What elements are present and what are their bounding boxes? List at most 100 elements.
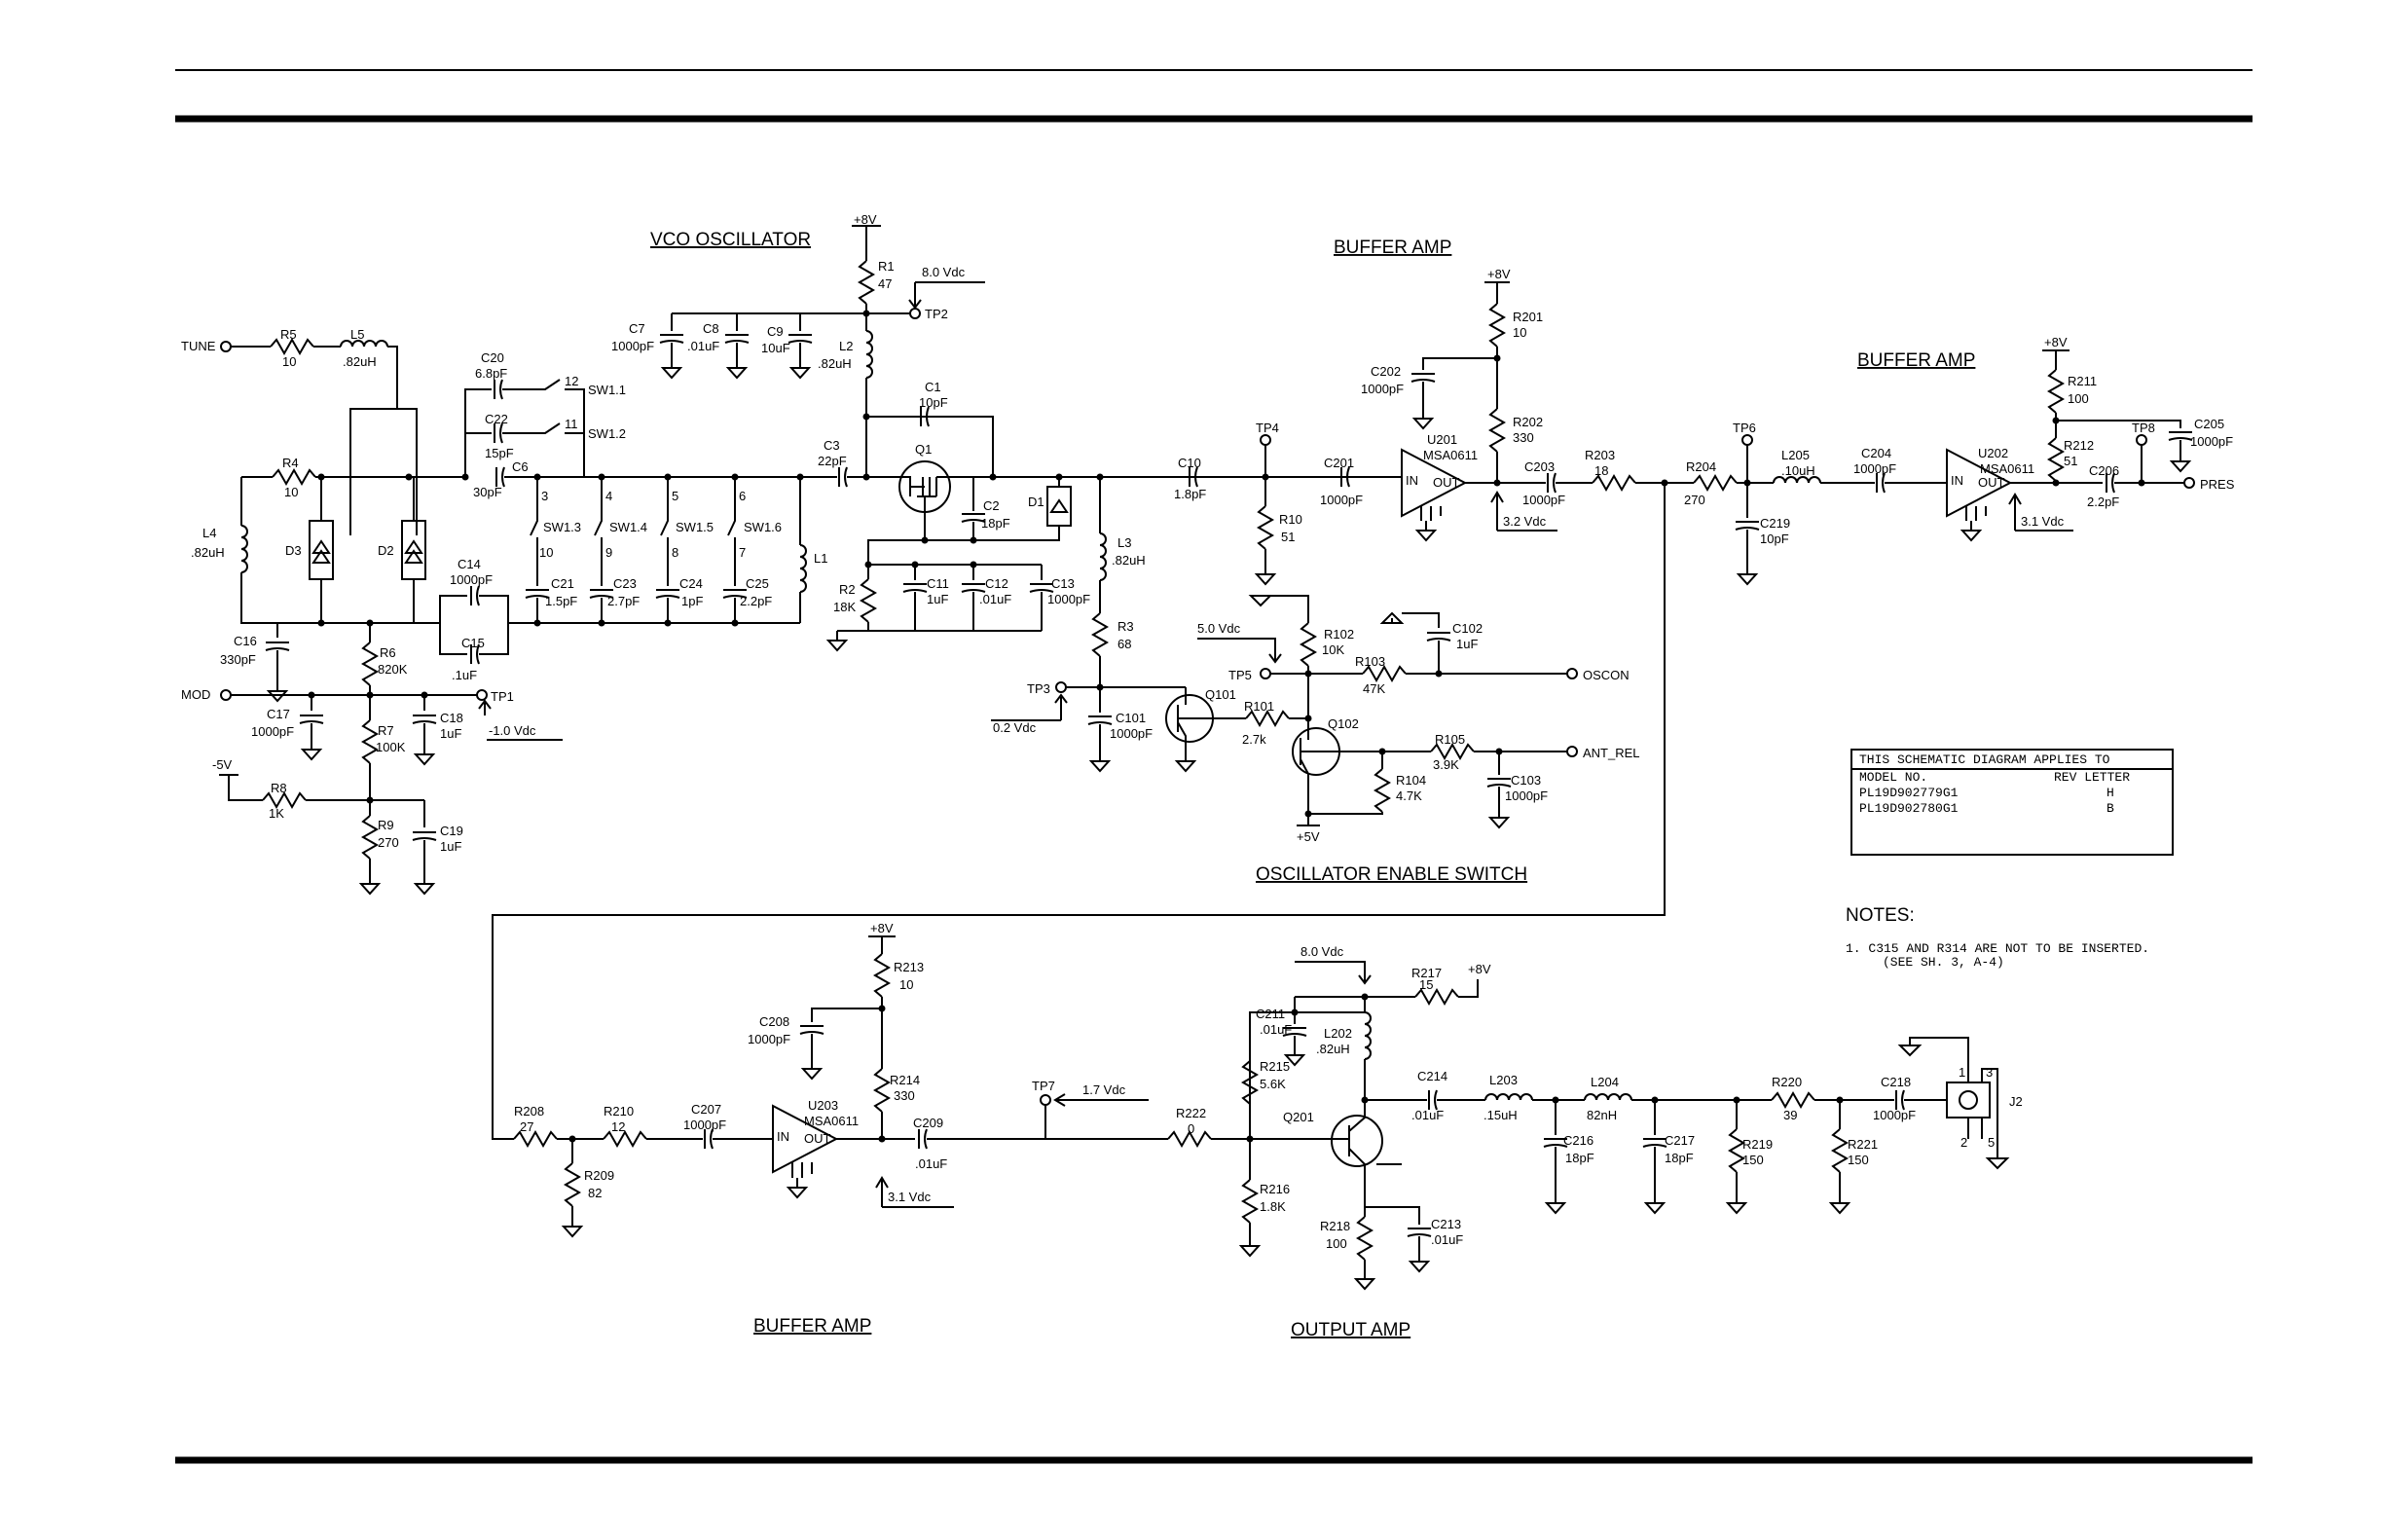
r201-rail-label: +8V <box>1487 267 1511 281</box>
c101-value: 1000pF <box>1110 726 1153 741</box>
c11-value: 1uF <box>927 592 948 606</box>
c6-ref: C6 <box>512 459 529 474</box>
tp6-test-point[interactable] <box>1741 434 1753 446</box>
vco-oscillator-section: VCO OSCILLATOR TUNE R5 10 L5 .82uH R4 10… <box>181 212 1349 895</box>
tp7-test-point[interactable] <box>1040 1094 1051 1106</box>
tp6-label: TP6 <box>1733 421 1756 435</box>
l203-inductor <box>1484 1093 1533 1101</box>
r201-value: 10 <box>1513 325 1526 340</box>
l205-ref: L205 <box>1781 448 1810 462</box>
c213-capacitor <box>1407 1228 1432 1237</box>
r214-ref: R214 <box>890 1073 920 1087</box>
r203-resistor <box>1592 475 1636 491</box>
c101-capacitor <box>1087 715 1113 725</box>
c214-value: .01uF <box>1411 1108 1444 1122</box>
c206-ref: C206 <box>2089 463 2119 478</box>
tp1-test-point[interactable] <box>476 689 488 701</box>
p5v-rail-label: +5V <box>1297 829 1320 844</box>
c16-value: 330pF <box>220 652 256 667</box>
tp4-test-point[interactable] <box>1260 434 1271 446</box>
tp5-test-point[interactable] <box>1260 668 1271 679</box>
r202-ref: R202 <box>1513 415 1543 429</box>
r101-resistor <box>1245 711 1290 726</box>
oscon-port[interactable] <box>1566 668 1578 679</box>
u201-out: OUT <box>1433 475 1460 490</box>
r219-ref: R219 <box>1742 1137 1773 1152</box>
r9-value: 270 <box>378 835 399 850</box>
c102-capacitor <box>1426 632 1451 642</box>
u203-amplifier <box>772 1104 839 1174</box>
r209-ref: R209 <box>584 1168 614 1183</box>
tp3-test-point[interactable] <box>1055 681 1067 693</box>
c202-value: 1000pF <box>1361 382 1404 396</box>
c20-capacitor <box>494 379 503 400</box>
j2-connector <box>1946 1082 1991 1118</box>
c207-capacitor <box>704 1128 714 1150</box>
c21-ref: C21 <box>551 576 574 591</box>
l3-value: .82uH <box>1112 553 1146 568</box>
r209-value: 82 <box>588 1186 602 1200</box>
output-section: BUFFER AMP OUTPUT AMP R208 27 R209 82 R2… <box>513 921 2023 1340</box>
r218-ref: R218 <box>1320 1219 1350 1233</box>
c219-capacitor <box>1735 521 1760 531</box>
l1-ref: L1 <box>814 551 827 566</box>
notes-heading: NOTES: <box>1846 905 1915 926</box>
u202-amplifier <box>1946 448 2013 518</box>
c19-capacitor <box>412 831 437 841</box>
tune-port[interactable] <box>220 341 232 352</box>
c13-value: 1000pF <box>1047 592 1090 606</box>
c14-capacitor <box>470 585 480 606</box>
pres-port[interactable] <box>2183 477 2195 489</box>
tp7-voltage: 1.7 Vdc <box>1082 1082 1126 1097</box>
r215-value: 5.6K <box>1260 1077 1286 1091</box>
c24-ref: C24 <box>679 576 703 591</box>
c20-value: 6.8pF <box>475 366 507 381</box>
r211-ref: R211 <box>2068 374 2097 388</box>
r102-value: 10K <box>1322 642 1344 657</box>
tp2-voltage: 8.0 Vdc <box>922 265 966 279</box>
r202-resistor <box>1489 408 1505 453</box>
r203-ref: R203 <box>1585 448 1615 462</box>
r217-value: 15 <box>1419 977 1433 992</box>
l205-value: .10uH <box>1781 463 1815 478</box>
r105-value: 3.9K <box>1433 757 1459 772</box>
r3-resistor <box>1092 612 1108 657</box>
tp8-label: TP8 <box>2132 421 2155 435</box>
c207-ref: C207 <box>691 1102 721 1117</box>
c216-ref: C216 <box>1563 1133 1593 1148</box>
l2-inductor <box>865 330 873 379</box>
tp8-test-point[interactable] <box>2136 434 2147 446</box>
r204-ref: R204 <box>1686 459 1716 474</box>
r208-ref: R208 <box>514 1104 544 1118</box>
sw15-pin-a: 5 <box>672 489 678 503</box>
u201-ref: U201 <box>1427 432 1457 447</box>
u202-voltage: 3.1 Vdc <box>2021 514 2065 529</box>
c201-value: 1000pF <box>1320 493 1363 507</box>
tp2-test-point[interactable] <box>909 308 921 319</box>
c211-value: .01uF <box>1260 1022 1292 1037</box>
r220-value: 39 <box>1783 1108 1797 1122</box>
mod-port[interactable] <box>220 689 232 701</box>
ant-rel-port[interactable] <box>1566 746 1578 757</box>
c7-capacitor <box>659 334 684 344</box>
r4-value: 10 <box>284 485 298 499</box>
r215-ref: R215 <box>1260 1059 1290 1074</box>
c13-capacitor <box>1029 583 1054 593</box>
q201-voltage: 8.0 Vdc <box>1300 944 1344 959</box>
r104-value: 4.7K <box>1396 788 1422 803</box>
c2-ref: C2 <box>983 498 1000 513</box>
r204-resistor <box>1693 475 1738 491</box>
r213-rail-label: +8V <box>870 921 894 935</box>
notes-block: NOTES: 1. C315 AND R314 ARE NOT TO BE IN… <box>1846 905 2149 970</box>
q1-ref: Q1 <box>915 442 932 457</box>
c202-ref: C202 <box>1371 364 1401 379</box>
c213-value: .01uF <box>1431 1232 1463 1247</box>
c17-ref: C17 <box>267 707 290 721</box>
r9-ref: R9 <box>378 818 394 832</box>
r8-resistor <box>262 792 307 808</box>
c7-ref: C7 <box>629 321 645 336</box>
m5v-rail-label: -5V <box>212 757 233 772</box>
c24-value: 1pF <box>681 594 703 608</box>
oscon-port-label: OSCON <box>1583 668 1630 682</box>
